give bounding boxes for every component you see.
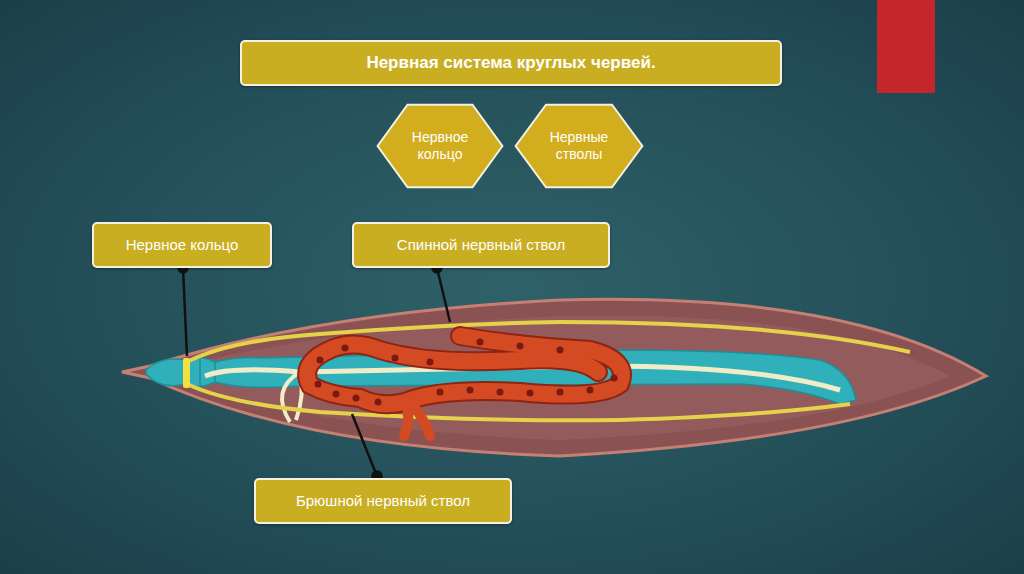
hexagon-box: Нервные стволы [513, 103, 645, 189]
callout-box: Нервное кольцо [92, 222, 272, 268]
nerve-ring [183, 358, 190, 388]
node-label: Спинной нервный ствол [397, 236, 565, 255]
node-label: Нервные стволы [537, 129, 621, 164]
leader-lines [179, 264, 451, 481]
callout-box: Спинной нервный ствол [352, 222, 610, 268]
worm-body [122, 299, 986, 456]
title-text: Нервная система круглых червей. [366, 53, 655, 73]
node-label: Нервное кольцо [126, 236, 239, 255]
node-label: Брюшной нервный ствол [296, 492, 470, 511]
title-box: Нервная система круглых червей. [240, 40, 782, 86]
hexagon-box: Нервное кольцо [375, 103, 505, 189]
node-label: Нервное кольцо [398, 129, 482, 164]
callout-box: Брюшной нервный ствол [254, 478, 512, 524]
corner-tab [877, 0, 935, 93]
